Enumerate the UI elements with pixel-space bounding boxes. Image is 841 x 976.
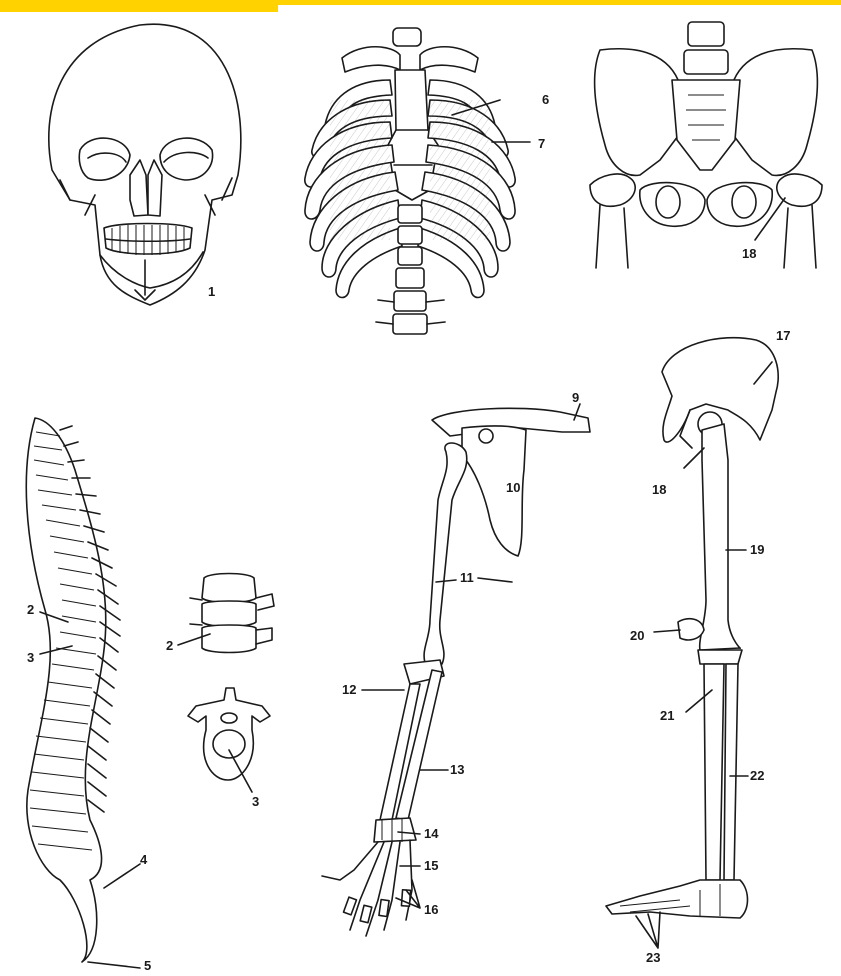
label-20: 20 bbox=[630, 628, 644, 643]
label-5: 5 bbox=[144, 958, 151, 973]
label-17: 17 bbox=[776, 328, 790, 343]
label-22: 22 bbox=[750, 768, 764, 783]
spine-illustration bbox=[26, 418, 140, 968]
label-14: 14 bbox=[424, 826, 439, 841]
leader-10 bbox=[478, 578, 512, 582]
ribcage-illustration bbox=[305, 28, 530, 334]
label-6: 6 bbox=[542, 92, 549, 107]
label-21: 21 bbox=[660, 708, 674, 723]
label-4: 4 bbox=[140, 852, 148, 867]
label-7: 7 bbox=[538, 136, 545, 151]
label-18-pelvis: 18 bbox=[742, 246, 756, 261]
label-15: 15 bbox=[424, 858, 438, 873]
label-3-spine: 3 bbox=[27, 650, 34, 665]
label-1: 1 bbox=[208, 284, 215, 299]
label-2-spine: 2 bbox=[27, 602, 34, 617]
label-9: 9 bbox=[572, 390, 579, 405]
arm-illustration bbox=[322, 404, 590, 936]
leader-18b bbox=[684, 448, 704, 468]
leader-5 bbox=[88, 962, 140, 968]
label-3-vertebra: 3 bbox=[252, 794, 259, 809]
vertebra-top-illustration bbox=[188, 688, 270, 792]
label-12: 12 bbox=[342, 682, 356, 697]
label-10: 10 bbox=[506, 480, 520, 495]
label-23: 23 bbox=[646, 950, 660, 965]
label-18-leg: 18 bbox=[652, 482, 666, 497]
label-19: 19 bbox=[750, 542, 764, 557]
leader-20 bbox=[654, 630, 680, 632]
pelvis-illustration bbox=[590, 22, 822, 268]
label-13: 13 bbox=[450, 762, 464, 777]
label-11: 11 bbox=[460, 570, 474, 585]
skull-illustration bbox=[49, 24, 241, 305]
vertebra-side-illustration bbox=[178, 574, 274, 653]
label-16: 16 bbox=[424, 902, 438, 917]
label-2-vertebra: 2 bbox=[166, 638, 173, 653]
leader-23 bbox=[636, 912, 660, 948]
leader-4 bbox=[104, 864, 140, 888]
